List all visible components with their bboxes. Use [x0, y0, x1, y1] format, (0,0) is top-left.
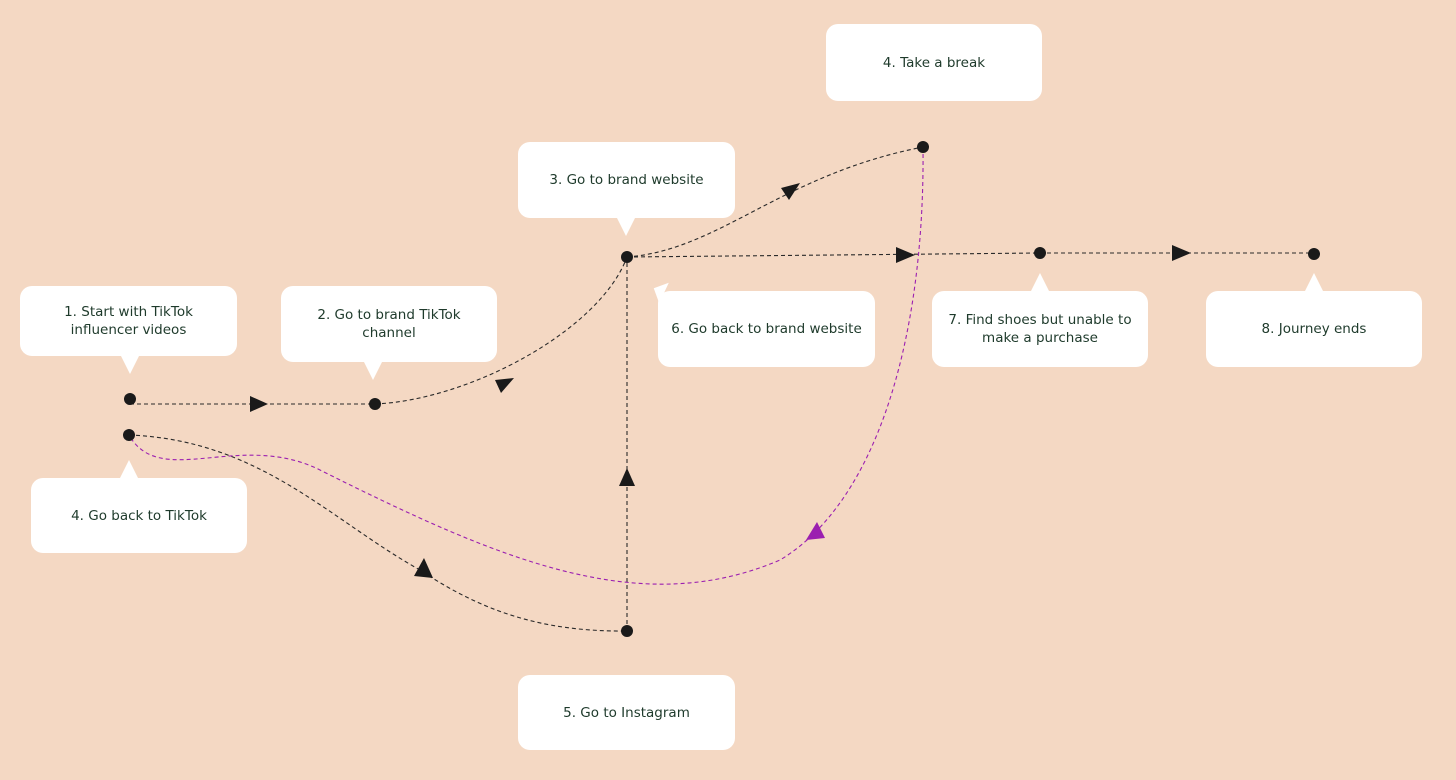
step-3-bubble[interactable]: 3. Go to brand website: [518, 142, 735, 236]
arrow-tiktok-to-instagram: [414, 558, 433, 578]
node-step7: [1034, 247, 1046, 259]
node-step4-tiktok: [123, 429, 135, 441]
bubble-pointer: [364, 362, 382, 380]
step-5-bubble[interactable]: 5. Go to Instagram: [518, 675, 735, 750]
step-1-label: 1. Start with TikTok influencer videos: [64, 304, 193, 338]
bubble-pointer: [121, 356, 139, 374]
step-4-tiktok-label: 4. Go back to TikTok: [71, 507, 207, 524]
step-5-label: 5. Go to Instagram: [563, 704, 690, 721]
step-4-break-bubble[interactable]: 4. Take a break: [826, 24, 1042, 101]
connector-step2-to-step3: [374, 256, 628, 405]
step-6-bubble[interactable]: 6. Go back to brand website: [653, 282, 875, 367]
step-2-label: 2. Go to brand TikTok channel: [317, 307, 461, 341]
bubble-pointer: [120, 460, 138, 478]
node-step1: [124, 393, 136, 405]
step-8-bubble[interactable]: 8. Journey ends: [1206, 273, 1422, 367]
arrow-step3-to-break: [781, 183, 800, 200]
arrow-step1-to-step2: [250, 396, 268, 412]
step-6-label: 6. Go back to brand website: [671, 321, 862, 337]
node-break: [917, 141, 929, 153]
connector-tiktok-to-instagram: [128, 434, 628, 632]
bubble-pointer: [1031, 273, 1049, 291]
connector-step3-to-step7: [626, 252, 1041, 258]
bubble-pointer: [617, 218, 635, 236]
node-step8: [1308, 248, 1320, 260]
step-7-label: 7. Find shoes but unable to make a purch…: [948, 312, 1132, 346]
step-4-tiktok-bubble[interactable]: 4. Go back to TikTok: [31, 460, 247, 553]
connector-step3-to-break: [626, 146, 924, 258]
node-step2: [369, 398, 381, 410]
arrow-instagram-to-website: [619, 468, 635, 486]
step-4-break-label: 4. Take a break: [882, 54, 986, 71]
bubble-pointer: [1305, 273, 1323, 291]
step-8-label: 8. Journey ends: [1261, 321, 1367, 337]
arrow-step7-to-step8: [1172, 245, 1191, 261]
arrow-step2-to-step3: [495, 378, 514, 393]
step-1-bubble[interactable]: 1. Start with TikTok influencer videos: [20, 286, 237, 374]
step-7-bubble[interactable]: 7. Find shoes but unable to make a purch…: [932, 273, 1148, 367]
step-3-label: 3. Go to brand website: [549, 172, 704, 188]
node-instagram: [621, 625, 633, 637]
node-step3: [621, 251, 633, 263]
step-2-bubble[interactable]: 2. Go to brand TikTok channel: [281, 286, 497, 380]
arrow-step3-to-step7: [896, 247, 915, 263]
arrow-break-to-tiktok: [806, 522, 825, 540]
connector-break-to-tiktok: [128, 146, 924, 585]
